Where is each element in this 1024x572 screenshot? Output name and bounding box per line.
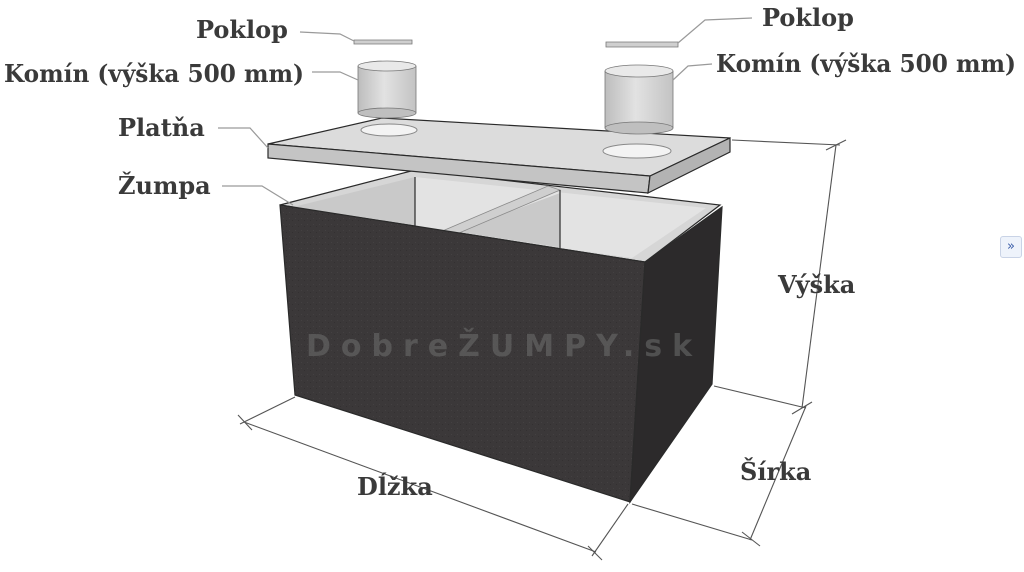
label-slab: Platňa [118,113,205,142]
tank [279,169,723,505]
lid-left [353,39,413,45]
label-tank: Žumpa [118,171,211,200]
lid-right [605,41,679,48]
leader-chimney-left [312,71,359,81]
dimension-length [237,396,629,561]
tank-inner-left [293,177,632,258]
watermark: DobreŽUMPY.sk [306,328,702,364]
slab-hole-left [360,123,418,137]
leader-slab [218,127,269,149]
slab-hole-right [602,143,672,159]
label-lid-left: Poklop [196,15,288,44]
label-length: Dĺžka [357,472,433,501]
leader-tank [222,185,294,206]
dimension-height [713,139,847,415]
slab-side [647,137,731,195]
leader-lid-left [299,31,355,42]
tank-side-face [629,205,723,505]
leader-lid-right [677,17,753,44]
label-lid-right: Poklop [762,3,854,32]
chimney-right [604,64,674,135]
label-height: Výška [777,270,855,299]
expand-arrow-button[interactable]: » [1000,236,1022,258]
chimney-left [357,60,417,119]
label-chimney-right: Komín (výška 500 mm) [716,49,1016,78]
label-chimney-left: Komín (výška 500 mm) [4,59,304,88]
label-width: Šírka [740,457,811,486]
leader-chimney-right [672,63,713,81]
dimension-width [631,405,807,547]
